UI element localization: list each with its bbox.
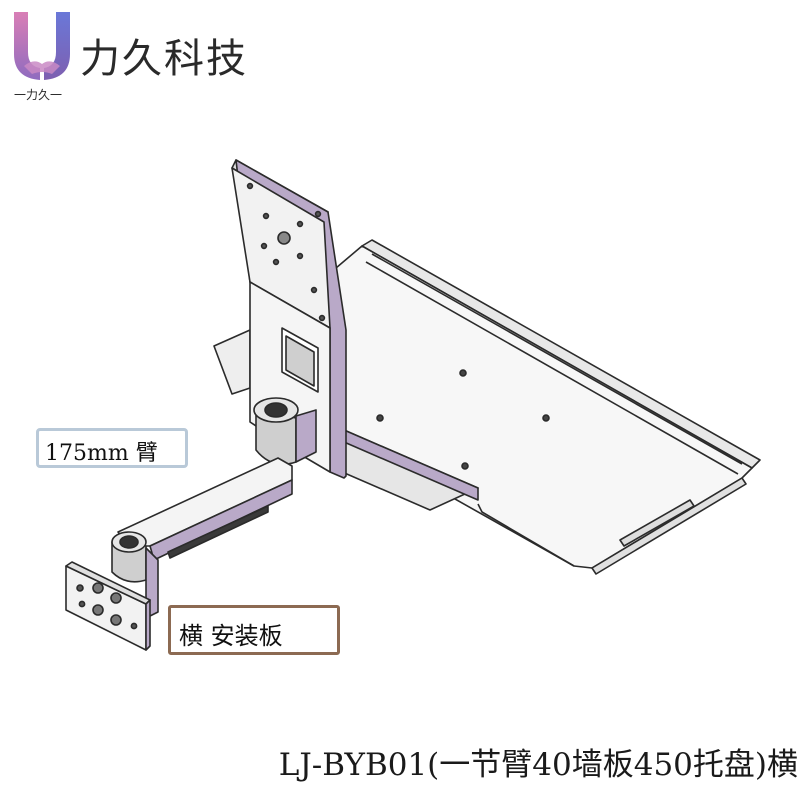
arm [117, 457, 293, 561]
brand-name: 力久科技 [80, 36, 248, 82]
product-caption: LJ-BYB01(一节臂40墙板450托盘)横 [278, 747, 798, 783]
brand-tagline: 一力久一 [14, 88, 63, 102]
handshake-u-logo-icon [14, 12, 70, 80]
mounting-plate [65, 561, 151, 651]
lower-pivot [111, 531, 159, 619]
arm-length-label: 175mm 臂 [36, 428, 188, 468]
brand-logo: 力久科技 一力久一 [6, 4, 256, 104]
tray [335, 239, 761, 575]
mounting-plate-label: 横 安装板 [168, 605, 340, 655]
upper-pivot [253, 397, 317, 466]
